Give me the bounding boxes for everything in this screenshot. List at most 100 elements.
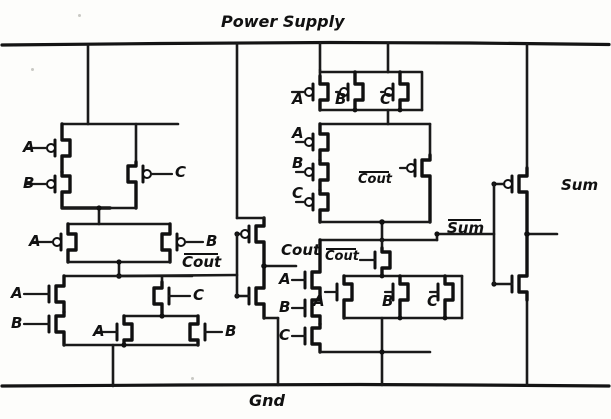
cinv-pmos-channel	[254, 216, 266, 268]
pmos-a2-bubble	[52, 237, 62, 247]
input-label-sn-coutbar: Cout	[325, 248, 359, 264]
cpu-node-dot	[96, 205, 102, 211]
spd-ser-a-channel	[310, 238, 322, 298]
input-label-n1-b: B	[11, 314, 23, 332]
spd-ser-b-channel	[310, 294, 322, 326]
sumbar-overline-text: Sum	[447, 219, 485, 237]
net-label-sum: Sum	[561, 176, 599, 194]
cinv-output-node-dot	[261, 263, 267, 269]
input-label-p1-b: B	[23, 174, 35, 192]
pmos-b1-channel	[60, 170, 112, 210]
spd-par-c-channel	[443, 274, 455, 320]
spu-coutbar-bubble	[406, 163, 416, 173]
sum-pulldown-network	[290, 237, 464, 355]
sum-pullup-series	[294, 122, 432, 242]
input-label-p1-c: C	[175, 163, 187, 181]
input-label-p2-b: B	[206, 232, 218, 250]
spu-pmos-b-channel	[353, 70, 365, 112]
sinv-pmos-channel	[517, 166, 529, 236]
spu-ser-a-bubble	[304, 137, 314, 147]
carry-pullup-network	[25, 122, 180, 226]
spu-ser-c-bubble	[304, 197, 314, 207]
input-label-ss-coutbar: Cout	[358, 171, 392, 187]
nmos-b3-channel	[188, 314, 200, 347]
pmos-a1-bubble	[46, 143, 56, 153]
spd-bottom-node-dot	[379, 349, 385, 355]
ground-rail-group	[0, 298, 611, 388]
sum-inverter	[491, 166, 559, 302]
pmos-c1-bubble	[142, 169, 152, 179]
carry-pulldown-network	[22, 274, 224, 348]
input-label-sn2-a: A	[313, 292, 325, 310]
nmos-c1-channel	[152, 280, 164, 318]
input-label-n2-a: A	[93, 322, 105, 340]
nmos-b1-channel	[54, 310, 66, 347]
sinv-nmos-channel	[517, 232, 529, 302]
spd-coutbar-node-dot	[379, 273, 385, 279]
spu-ser-c-channel	[318, 188, 330, 224]
input-label-sn-b: B	[279, 298, 291, 316]
input-label-sn-c: C	[279, 326, 291, 344]
spu-par-node-b	[352, 107, 358, 113]
cpd-c-node-dot	[159, 313, 165, 319]
pmos-b2-channel	[160, 222, 172, 264]
input-label-n1-c: C	[193, 286, 205, 304]
input-label-ss-b: B	[292, 154, 304, 172]
input-label-p2-a: A	[29, 232, 41, 250]
input-label-sn2-c: C	[427, 292, 439, 310]
spu-sumbar-node-dot	[379, 219, 385, 225]
spd-coutbar-channel	[380, 246, 392, 278]
net-label-coutbar: Cout	[182, 253, 222, 271]
cpu2-node-dot	[116, 259, 122, 265]
spu-ser-a-channel	[318, 122, 330, 162]
spd-par-node-c	[442, 315, 448, 321]
spd-par-b-channel	[398, 274, 410, 320]
cinv-nmos-channel	[254, 264, 266, 320]
power-rail-line	[0, 40, 611, 47]
input-label-sp-a: A	[292, 90, 304, 108]
ss-coutbar-overline-text: Cout	[358, 171, 392, 187]
carry-pullup-stage2	[31, 222, 205, 278]
carry-inverter	[234, 216, 298, 320]
sinv-output-node-dot	[524, 231, 530, 237]
ground-rail-line	[0, 382, 611, 388]
power-supply-label: Power Supply	[221, 12, 345, 31]
nmos-a1-channel	[54, 274, 66, 314]
pmos-b2-bubble	[176, 237, 186, 247]
paper-speck-2	[31, 68, 34, 71]
paper-speck-1	[78, 14, 81, 17]
input-label-sp-b: B	[335, 90, 347, 108]
pmos-b1-bubble	[46, 179, 56, 189]
input-label-sp-c: C	[380, 90, 392, 108]
input-label-p1-a: A	[23, 138, 35, 156]
cpd-bottom-node-dot	[121, 342, 127, 348]
input-label-n1-a: A	[11, 284, 23, 302]
spd-par-a-channel	[342, 274, 354, 320]
pmos-c1-channel	[126, 160, 138, 210]
spu-ser-b-bubble	[304, 167, 314, 177]
sumbar-node-dot	[434, 231, 440, 237]
input-label-n2-b: B	[225, 322, 237, 340]
net-label-sumbar: Sum	[447, 219, 485, 237]
power-rail-group	[0, 40, 611, 220]
ground-label: Gnd	[249, 391, 285, 410]
spu-pmos-a-bubble	[304, 87, 314, 97]
spu-pmos-a-channel	[318, 74, 330, 112]
net-label-cout: Cout	[281, 241, 321, 259]
input-label-sn2-b: B	[382, 292, 394, 310]
input-label-sn-a: A	[279, 270, 291, 288]
spu-coutbar-channel	[420, 153, 432, 224]
sn-coutbar-overline-text: Cout	[325, 248, 359, 264]
pmos-a1-channel	[60, 122, 72, 174]
spd-ser-c-channel	[310, 322, 322, 354]
paper-speck-3	[191, 377, 194, 380]
nmos-a3-channel	[122, 314, 134, 347]
coutbar-overline-text: Cout	[182, 253, 222, 271]
input-label-ss-a: A	[292, 124, 304, 142]
spu-ser-b-channel	[318, 158, 330, 192]
spu-par-node-c	[397, 107, 403, 113]
input-label-ss-c: C	[292, 184, 304, 202]
sum-pullup-parallel	[290, 68, 424, 126]
